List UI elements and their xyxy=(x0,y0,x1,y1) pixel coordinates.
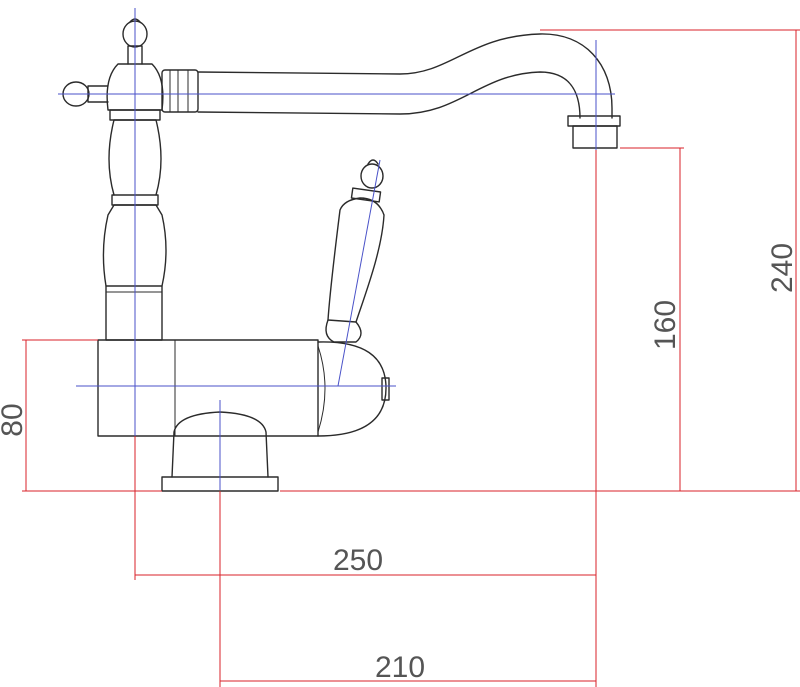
dome-knob xyxy=(381,377,390,401)
column-head xyxy=(106,63,164,111)
center-lines xyxy=(58,8,615,490)
dim-label-250: 250 xyxy=(333,544,383,577)
lever-ferrule xyxy=(325,319,362,343)
body-dome-cap xyxy=(317,341,387,437)
dimension-lines xyxy=(22,29,800,687)
lever-knob-cap xyxy=(367,159,379,165)
dim-label-240: 240 xyxy=(766,243,799,293)
lever-knob xyxy=(360,163,384,189)
spout-outer xyxy=(197,33,613,119)
column-collar xyxy=(105,285,163,341)
dim-label-80: 80 xyxy=(0,403,29,436)
lever-neck xyxy=(350,187,382,203)
spout-ring xyxy=(161,69,199,113)
lever-axis xyxy=(337,159,381,387)
dim-label-160: 160 xyxy=(649,300,682,350)
lever-handle xyxy=(327,197,385,323)
faucet-outline xyxy=(62,18,621,492)
main-body xyxy=(97,339,319,437)
dome-seam xyxy=(317,345,326,433)
dimension-labels: 240 160 80 250 210 xyxy=(0,243,799,684)
dim-label-210: 210 xyxy=(375,651,425,684)
spout-inner xyxy=(197,71,581,119)
aerator-tip xyxy=(572,125,618,149)
